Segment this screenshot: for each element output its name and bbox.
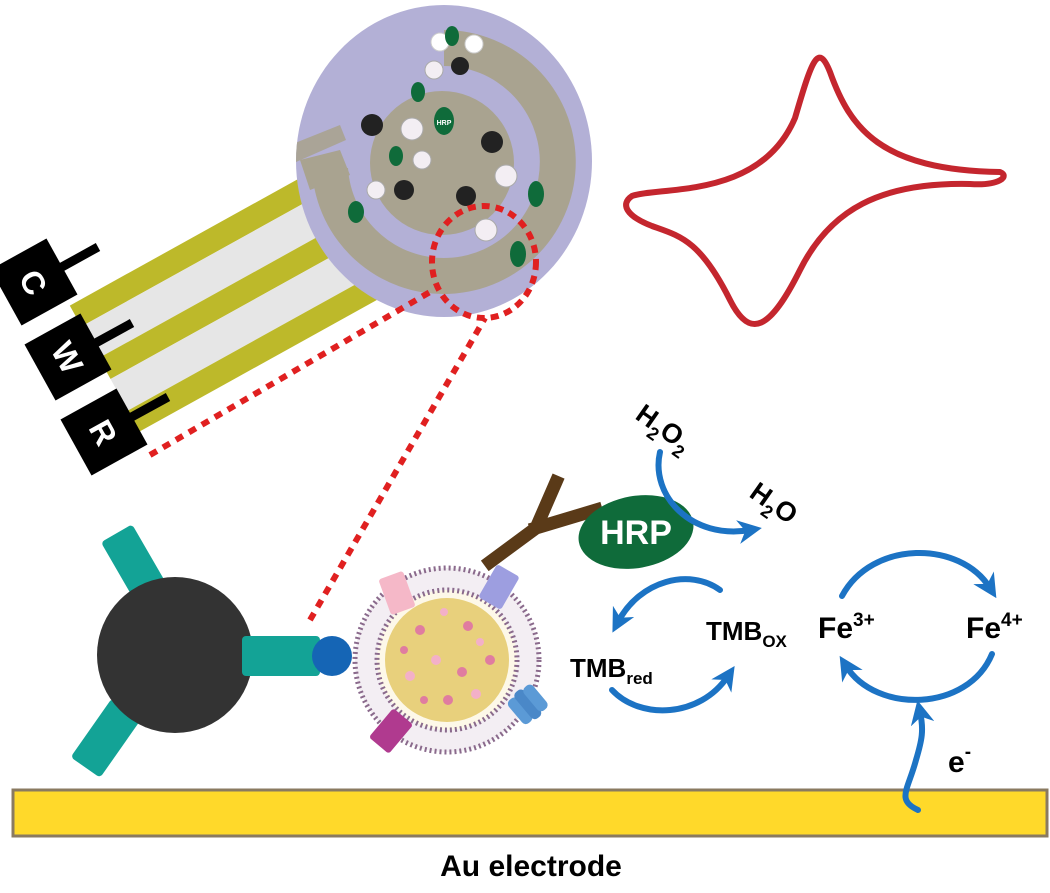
arrow-tmb-top <box>612 576 723 633</box>
cv-curve <box>623 54 1007 327</box>
fe4-label: Fe4+ <box>966 610 1023 645</box>
electron-main: e <box>948 746 965 779</box>
pin-reference: R <box>60 388 148 476</box>
fe4-main: Fe <box>966 612 1001 645</box>
h2o-label: H2O <box>741 476 804 534</box>
fe3-sup: 3+ <box>853 610 875 631</box>
tmb-red-label: TMBred <box>570 653 653 688</box>
fe3-label: Fe3+ <box>818 610 875 645</box>
fe4-sup: 4+ <box>1001 610 1023 631</box>
bead-core <box>97 577 253 733</box>
bead-arm-bottom <box>72 699 140 777</box>
h2o-o: O <box>769 493 803 530</box>
tmb-ox-label: TMBOX <box>706 616 788 651</box>
tmb-red-main: TMB <box>570 653 626 683</box>
pin-working: W <box>24 313 112 401</box>
disc-hrp-tag-1: HRP <box>437 120 452 127</box>
membrane-channel-blue <box>507 684 548 725</box>
pin-lead-r <box>123 393 171 424</box>
tmb-ox-main: TMB <box>706 616 762 646</box>
liposome <box>352 565 548 755</box>
pin-counter: C <box>0 238 78 326</box>
membrane-protein-pink <box>379 571 415 615</box>
electrode-strips <box>69 155 411 432</box>
pin-lead-w <box>89 319 135 349</box>
linker-tip <box>312 636 352 676</box>
arrow-fe-bottom <box>839 651 995 703</box>
arrow-fe-top <box>839 549 997 599</box>
tmb-red-sub: red <box>626 669 652 688</box>
liposome-cargo <box>400 608 495 705</box>
magnetic-bead <box>72 525 352 777</box>
fe3-main: Fe <box>818 612 853 645</box>
reaction-arrows <box>609 449 997 813</box>
svg-text:H2O: H2O <box>741 476 803 534</box>
tmb-ox-sub: OX <box>762 632 787 651</box>
zoom-line-right <box>307 316 488 622</box>
detection-antibody <box>480 473 605 572</box>
bead-arm-right <box>242 636 320 676</box>
arrow-electron-transfer <box>902 700 935 813</box>
disc-immunocomplexes: HRP <box>348 26 544 267</box>
electron-label: e- <box>948 742 971 779</box>
pin-lead-c <box>57 243 101 272</box>
membrane-protein-magenta <box>370 709 412 753</box>
arrow-h2o2-to-h2o <box>655 449 762 544</box>
membrane-protein-purple <box>479 565 519 609</box>
sensing-disc: HRP <box>296 5 592 317</box>
arrow-tmb-bottom <box>609 666 735 714</box>
au-electrode-bar <box>11 788 1049 838</box>
screen-printed-electrode: C W R <box>0 5 592 476</box>
au-electrode-label: Au electrode <box>440 850 622 883</box>
electron-sup: - <box>965 742 971 763</box>
hrp-label: HRP <box>600 514 672 552</box>
hrp-enzyme: HRP <box>578 495 694 569</box>
